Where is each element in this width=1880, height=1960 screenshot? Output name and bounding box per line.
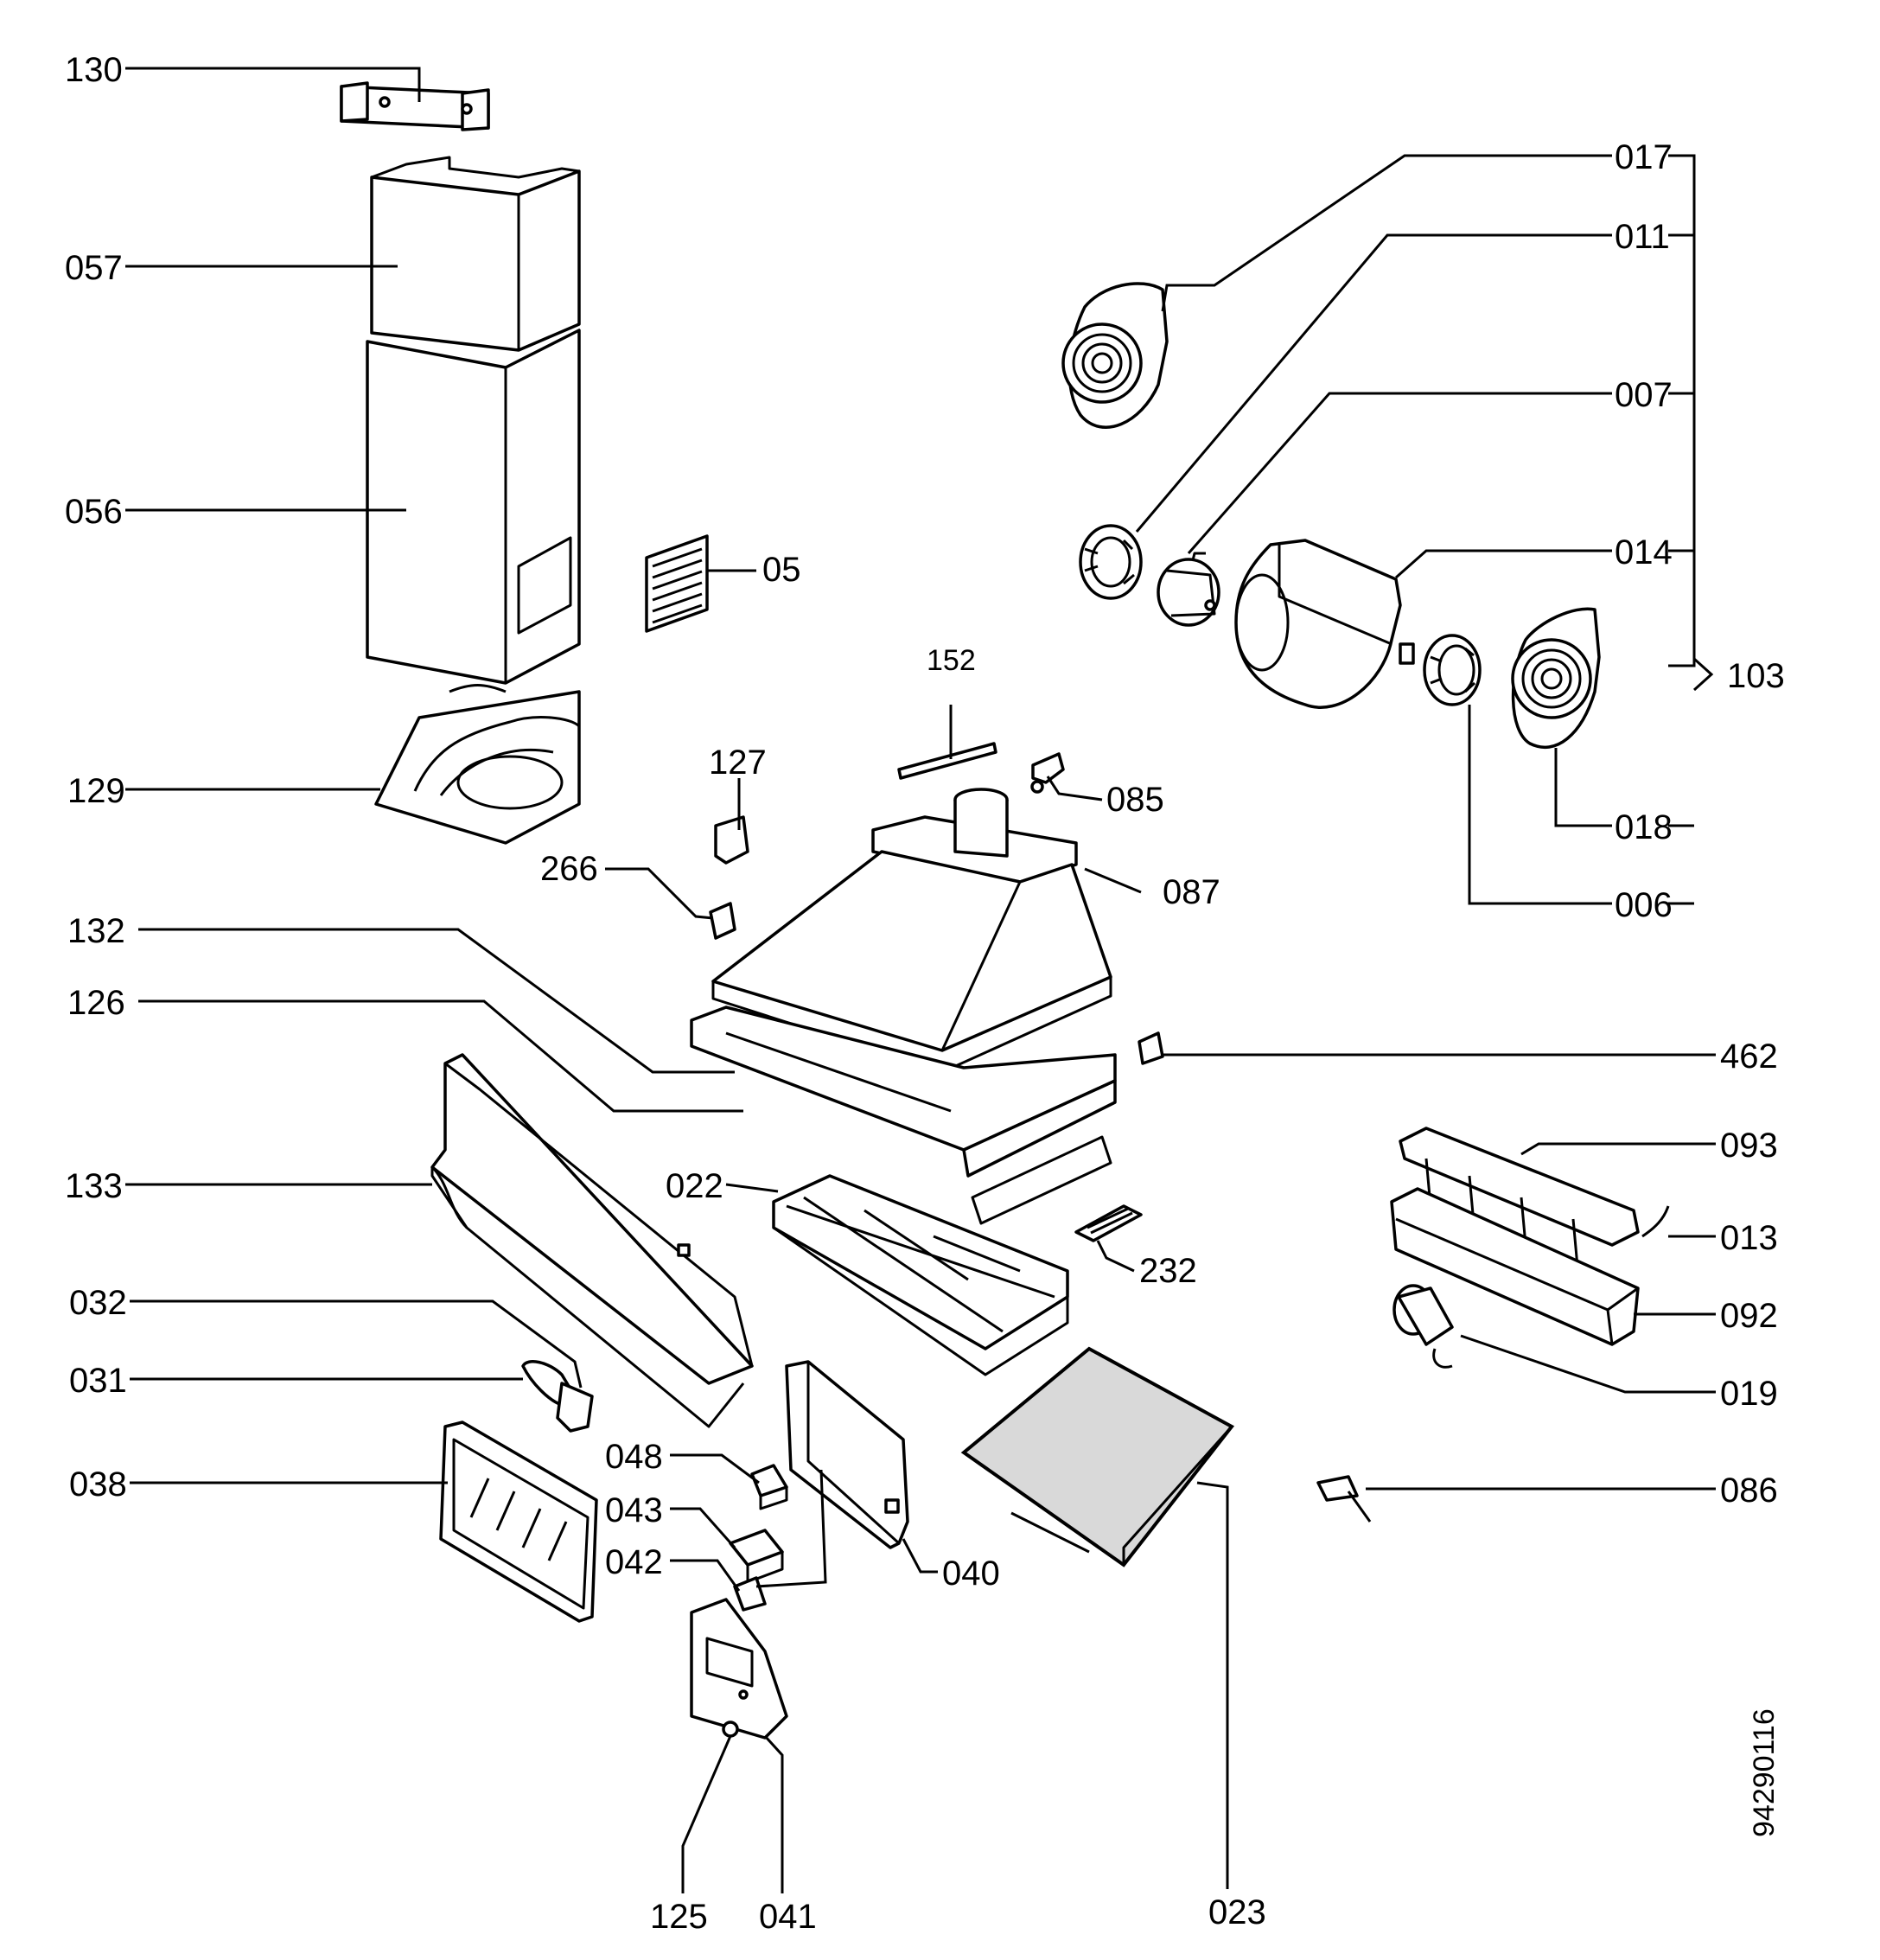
label-013: 013 [1720, 1219, 1778, 1257]
label-132: 132 [67, 912, 125, 950]
leader-lines [125, 67, 1716, 1893]
part-014-blower-housing [1234, 539, 1415, 709]
label-022: 022 [666, 1167, 723, 1205]
part-05-grille [645, 534, 709, 633]
part-023-carbon-filter [960, 1346, 1235, 1567]
label-133: 133 [65, 1167, 123, 1205]
part-031-lamp [521, 1360, 594, 1433]
label-129: 129 [67, 772, 125, 810]
label-007: 007 [1615, 376, 1673, 414]
label-126: 126 [67, 984, 125, 1022]
part-085-fitting [1030, 752, 1065, 794]
label-057: 057 [65, 249, 123, 287]
part-006-impeller [1423, 634, 1482, 706]
part-133-front-panel [430, 1053, 754, 1428]
label-038: 038 [69, 1465, 127, 1504]
part-042-switch [733, 1576, 767, 1612]
label-006: 006 [1615, 886, 1673, 924]
part-022-grease-filter [772, 1174, 1069, 1376]
label-086: 086 [1720, 1472, 1778, 1510]
part-043-switch [729, 1529, 784, 1584]
part-266-clip [709, 902, 736, 940]
part-013-wire [1641, 1205, 1670, 1238]
part-041-control-panel [690, 1598, 788, 1740]
part-126-tray [962, 1079, 1117, 1225]
part-011-impeller [1079, 524, 1143, 600]
label-152: 152 [927, 644, 976, 677]
label-05: 05 [762, 551, 801, 589]
part-040-switch-housing [785, 1360, 909, 1549]
part-129-duct-adapter [374, 684, 581, 845]
label-032: 032 [69, 1284, 127, 1322]
label-085: 085 [1106, 781, 1164, 819]
part-007-motor [1157, 552, 1220, 627]
label-266: 266 [540, 850, 598, 888]
drawing-number: 94290116 [1748, 1708, 1781, 1837]
label-043: 043 [605, 1491, 663, 1529]
part-130-bracket [340, 81, 490, 131]
label-462: 462 [1720, 1037, 1778, 1076]
label-011: 011 [1615, 218, 1670, 256]
label-017: 017 [1615, 138, 1673, 176]
part-048-switch [750, 1464, 788, 1510]
part-232-grille [1074, 1204, 1143, 1242]
part-018-fan-cover [1511, 607, 1601, 749]
label-127: 127 [709, 744, 767, 782]
label-018: 018 [1615, 808, 1673, 846]
part-056-lower-chimney [366, 329, 581, 685]
part-038-lamp-cover [439, 1421, 598, 1623]
part-labels: 130 057 056 05 129 152 127 085 266 087 1… [65, 51, 1785, 1936]
part-057-upper-chimney [370, 156, 581, 352]
part-127-clip [714, 815, 749, 865]
label-056: 056 [65, 493, 123, 531]
label-019: 019 [1720, 1375, 1778, 1413]
label-103: 103 [1727, 657, 1785, 695]
part-093-control-board [1399, 1127, 1640, 1267]
label-040: 040 [942, 1555, 1000, 1593]
label-023: 023 [1208, 1893, 1266, 1931]
label-042: 042 [605, 1543, 663, 1581]
part-462-clip [1138, 1031, 1164, 1065]
label-048: 048 [605, 1438, 663, 1476]
label-014: 014 [1615, 533, 1673, 571]
label-092: 092 [1720, 1297, 1778, 1335]
label-232: 232 [1139, 1252, 1197, 1290]
label-041: 041 [759, 1898, 817, 1936]
label-093: 093 [1720, 1127, 1778, 1165]
label-087: 087 [1163, 873, 1220, 911]
part-092-tray [1390, 1187, 1640, 1346]
label-031: 031 [69, 1362, 127, 1400]
part-019-capacitor [1392, 1284, 1454, 1369]
part-017-fan-housing [1061, 282, 1169, 430]
part-132-frame [690, 1006, 1117, 1152]
label-125: 125 [650, 1898, 708, 1936]
part-152-strip [897, 742, 997, 780]
part-086-connector [1316, 1475, 1372, 1523]
label-130: 130 [65, 51, 123, 89]
